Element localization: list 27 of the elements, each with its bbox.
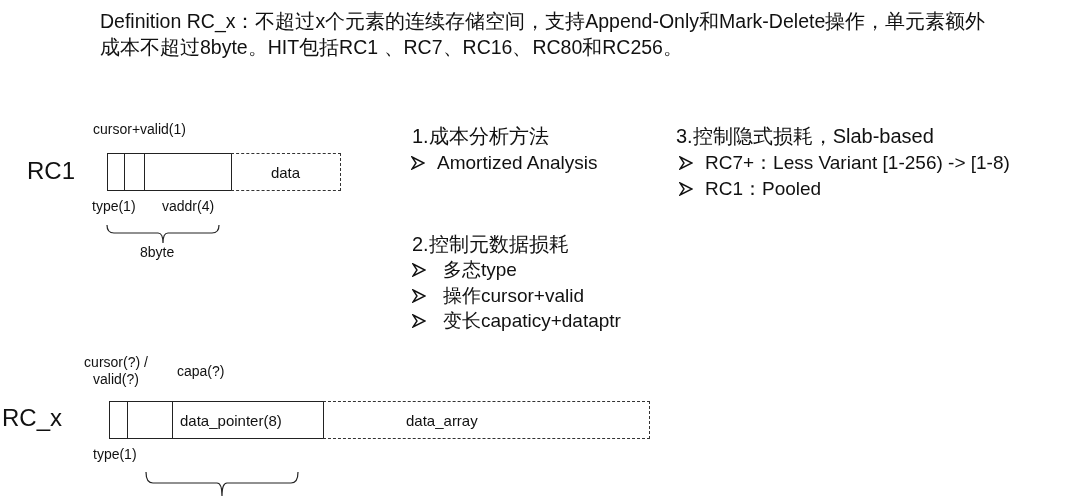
empty-cell	[127, 401, 173, 439]
size-label: 8byte	[140, 244, 175, 261]
heading: 3.控制隐式损耗，Slab-based	[676, 124, 934, 148]
heading: 1.成本分析方法	[412, 124, 549, 148]
definition-text: Definition RC_x：不超过x个元素的连续存储空间，支持Append-Only和Mark-Delete操作，单元素额外成本不超过8byte。HIT包括RC1 、RC7、RC16、RC80和RC256。	[100, 9, 987, 60]
row-label: RC1	[27, 157, 75, 186]
field-label: type(1)	[93, 446, 137, 463]
empty-cell	[144, 153, 232, 191]
field-label: cursor+valid(1)	[93, 121, 186, 138]
field-label: capa(?)	[177, 363, 225, 380]
list-item: 多态type	[443, 259, 517, 282]
field-label: vaddr(4)	[162, 198, 215, 215]
row-label: RC_x	[2, 404, 62, 433]
list-item: 操作cursor+valid	[443, 285, 584, 308]
field-label: type(1)	[92, 198, 136, 215]
empty-cell	[109, 401, 128, 439]
dashed-data-cell: data	[231, 153, 341, 191]
dashed-data-cell: data_array	[323, 401, 650, 439]
empty-cell	[107, 153, 125, 191]
memory-cell: data_pointer(8)	[172, 401, 324, 439]
list-item: 变长capaticy+dataptr	[443, 310, 621, 333]
list-item: RC7+：Less Variant [1-256) -> [1-8)	[705, 152, 1010, 175]
list-item: Amortized Analysis	[437, 152, 598, 175]
list-item: RC1：Pooled	[705, 178, 822, 201]
field-label: cursor(?) / valid(?)	[84, 354, 148, 388]
empty-cell	[124, 153, 145, 191]
heading: 2.控制元数据损耗	[412, 232, 569, 256]
